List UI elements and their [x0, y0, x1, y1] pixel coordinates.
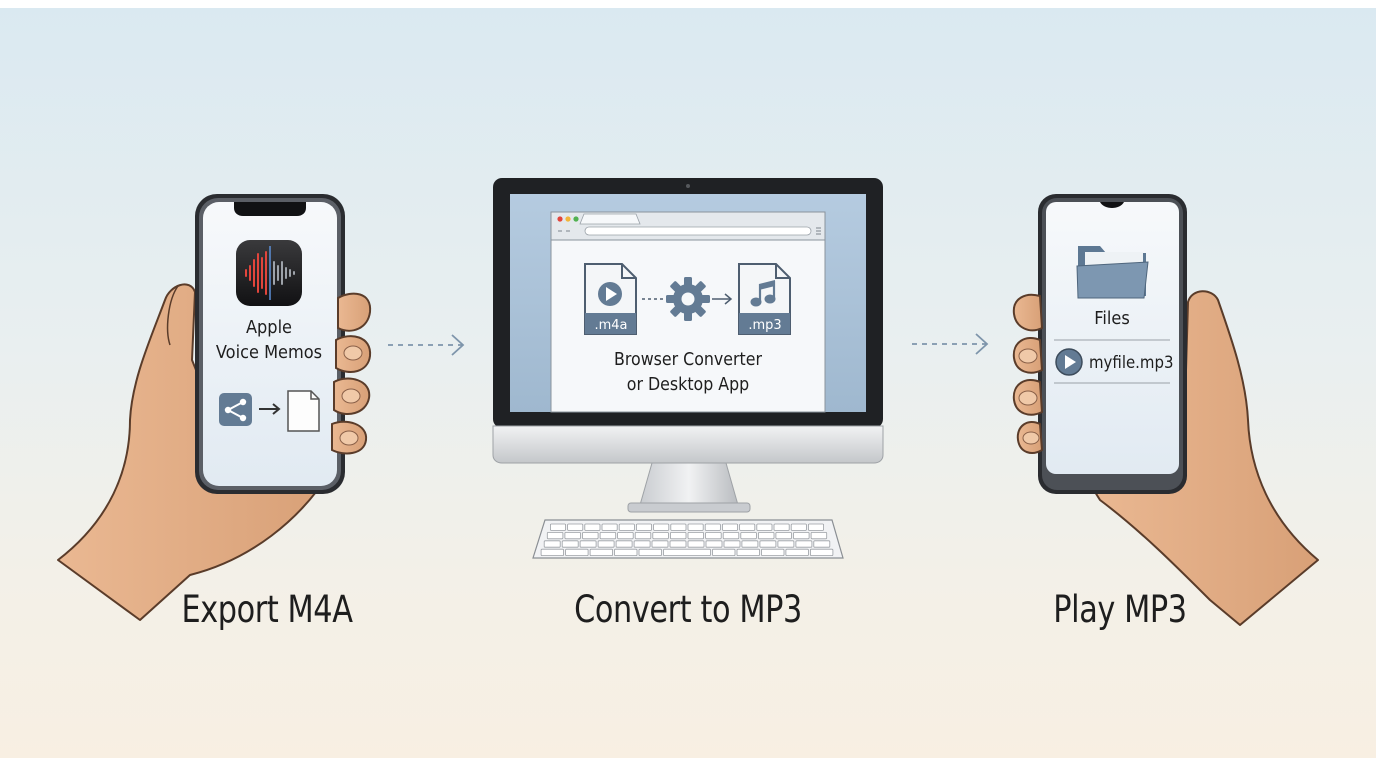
keyboard-key — [638, 548, 662, 557]
keyboard-key — [651, 540, 669, 548]
keyboard — [532, 519, 844, 559]
keyboard-key — [614, 548, 638, 557]
bottom-border — [0, 758, 1376, 768]
keyboard-key — [740, 532, 757, 540]
keyboard-key — [736, 548, 760, 557]
keyboard-key — [704, 523, 721, 531]
phone-app-title-line1: Apple — [246, 317, 292, 338]
files-app-title: Files — [1094, 308, 1130, 329]
keyboard-key — [739, 523, 756, 531]
gear-icon — [666, 277, 710, 321]
keyboard-key — [777, 540, 795, 548]
top-border — [0, 0, 1376, 8]
right-hand-fingers — [1012, 293, 1044, 454]
keyboard-key — [550, 523, 567, 531]
keyboard-key — [653, 523, 670, 531]
tool-label-line1: Browser Converter — [614, 348, 762, 369]
waveform-icon — [245, 251, 267, 295]
step-caption-export: Export M4A — [181, 588, 353, 631]
keyboard-key — [687, 532, 705, 540]
keyboard-key — [758, 532, 775, 540]
keyboard-key — [582, 532, 599, 540]
keyboard-key — [712, 548, 736, 557]
keyboard-key — [561, 540, 579, 548]
right-phone — [1038, 194, 1187, 494]
keyboard-key — [687, 523, 704, 531]
keyboard-key — [813, 540, 831, 548]
keyboard-key — [546, 532, 564, 540]
keyboard-key — [705, 532, 722, 540]
keyboard-key — [579, 540, 597, 548]
keyboard-key — [601, 523, 618, 531]
dashed-arrow-icon — [388, 334, 465, 356]
keyboard-key — [756, 523, 773, 531]
step-caption-convert: Convert to MP3 — [574, 588, 802, 631]
keyboard-key — [722, 523, 739, 531]
keyboard-key — [722, 532, 740, 540]
keyboard-key — [790, 523, 807, 531]
keyboard-key — [589, 548, 613, 557]
right-hand — [1089, 290, 1319, 626]
keyboard-key — [741, 540, 759, 548]
voice-memos-app-icon — [236, 240, 302, 306]
left-hand — [57, 283, 331, 621]
arrow-right-icon — [259, 403, 281, 415]
keyboard-key — [652, 532, 669, 540]
keyboard-key — [567, 523, 584, 531]
keyboard-key — [636, 523, 653, 531]
keyboard-key — [775, 532, 792, 540]
keyboard-key — [543, 540, 561, 548]
keyboard-key — [773, 523, 790, 531]
keyboard-key — [795, 540, 813, 548]
file-name: myfile.mp3 — [1089, 352, 1173, 372]
arrow-right-icon — [712, 293, 733, 305]
folder-icon — [1076, 246, 1149, 299]
keyboard-key — [615, 540, 633, 548]
keyboard-key — [723, 540, 741, 548]
tool-label-line2: or Desktop App — [627, 373, 749, 394]
keyboard-key — [670, 523, 687, 531]
keyboard-key — [761, 548, 785, 557]
file-row[interactable]: myfile.mp3 — [1055, 348, 1173, 376]
left-hand-fingers — [331, 292, 372, 455]
keyboard-key — [759, 540, 777, 548]
play-icon[interactable] — [1055, 348, 1083, 376]
keyboard-key — [633, 540, 651, 548]
keyboard-key — [793, 532, 810, 540]
keyboard-key — [663, 548, 711, 557]
keyboard-key — [617, 532, 634, 540]
keyboard-key — [785, 548, 809, 557]
keyboard-key — [597, 540, 615, 548]
keyboard-key — [618, 523, 635, 531]
keyboard-key — [810, 532, 828, 540]
mp3-file-icon — [738, 263, 791, 335]
target-format-label: .mp3 — [748, 318, 781, 333]
keyboard-key — [670, 532, 687, 540]
step-caption-play: Play MP3 — [1053, 588, 1187, 631]
keyboard-key — [808, 523, 825, 531]
play-icon — [598, 282, 622, 306]
keyboard-key — [599, 532, 617, 540]
keyboard-key — [669, 540, 687, 548]
share-icon[interactable] — [219, 393, 252, 426]
keyboard-key — [687, 540, 705, 548]
keyboard-key — [810, 548, 834, 557]
phone-app-title-line2: Voice Memos — [216, 342, 322, 363]
m4a-file-icon — [584, 263, 637, 335]
keyboard-key — [565, 548, 589, 557]
dashed-arrow-icon — [912, 333, 989, 355]
source-format-label: .m4a — [594, 318, 627, 333]
keyboard-key — [584, 523, 601, 531]
document-icon — [287, 390, 320, 432]
keyboard-key — [540, 548, 564, 557]
music-note-icon — [750, 280, 776, 307]
keyboard-key — [634, 532, 652, 540]
keyboard-key — [564, 532, 581, 540]
keyboard-key — [705, 540, 723, 548]
